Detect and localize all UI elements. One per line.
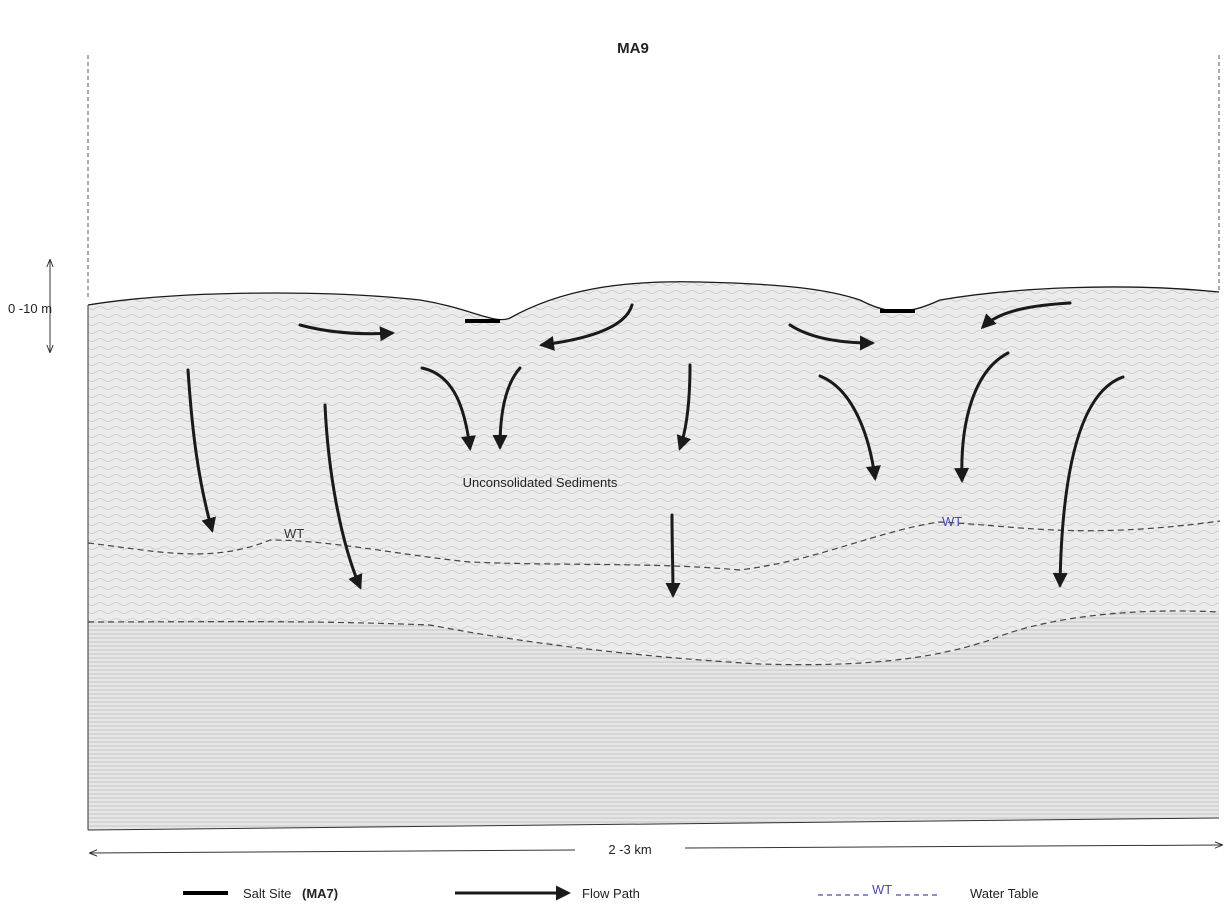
flow-path-arrow	[539, 303, 634, 351]
flow-paths	[186, 301, 1125, 598]
flow-path-arrow	[818, 374, 881, 481]
flow-path-arrow	[298, 323, 395, 342]
flow-path-arrow	[420, 366, 476, 451]
water-table-label-right: WT	[942, 514, 962, 529]
bottom-boundary-line	[87, 817, 1220, 831]
width-arrow-right	[684, 845, 1222, 848]
width-label: 2 -3 km	[608, 842, 651, 857]
flow-path-arrow	[954, 351, 1010, 483]
layer-boundary-dashed-line	[87, 610, 1220, 666]
flow-path-arrow	[492, 366, 522, 450]
flow-path-arrow	[1052, 375, 1125, 588]
flow-path-arrow	[323, 403, 363, 590]
legend-salt-site-code: (MA7)	[302, 886, 338, 901]
legend-water-table-text: Water Table	[970, 886, 1039, 901]
width-arrow-left	[90, 850, 576, 853]
water-table-line	[87, 520, 1221, 571]
upper-sediment-layer	[88, 281, 1219, 665]
flow-path-arrow	[186, 368, 216, 533]
legend-water-table-symbol-text: WT	[872, 882, 892, 897]
layer-label: Unconsolidated Sediments	[463, 475, 618, 490]
flow-path-arrow	[665, 513, 681, 598]
flow-path-arrow	[676, 363, 692, 451]
flow-path-arrow	[788, 323, 875, 351]
depth-label: 0 -10 m	[8, 301, 52, 316]
diagram-title: MA9	[617, 40, 649, 57]
legend-flow-path-text: Flow Path	[582, 886, 640, 901]
legend: Salt Site (MA7) Flow Path WT Water Table	[183, 882, 1039, 901]
lower-sediment-layer	[88, 610, 1219, 830]
legend-salt-site-text: Salt Site	[243, 886, 291, 901]
ground-surface-line	[87, 281, 1220, 321]
water-table-label-left: WT	[284, 526, 304, 541]
flow-path-arrow	[980, 301, 1072, 330]
